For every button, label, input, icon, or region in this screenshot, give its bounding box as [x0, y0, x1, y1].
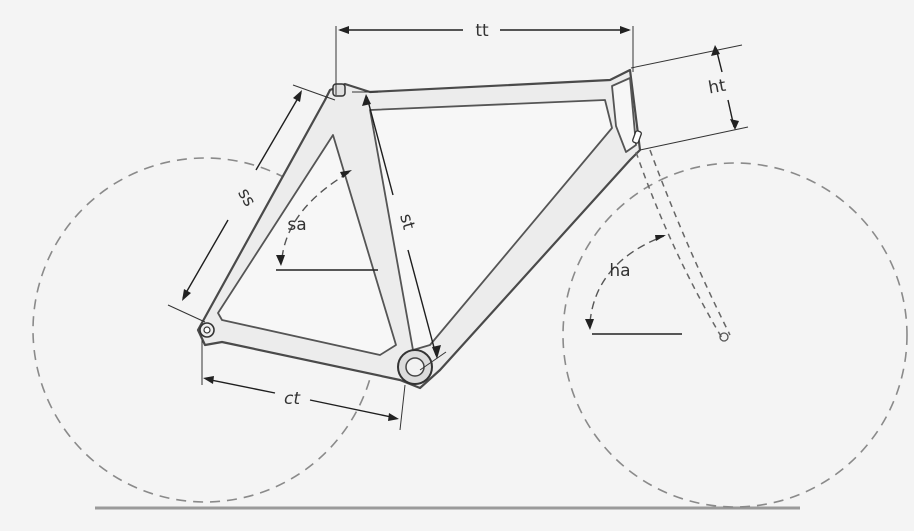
rear-triangle: [217, 134, 397, 356]
ss-extension-top: [292, 84, 336, 101]
ht-extension-bottom: [639, 126, 749, 151]
front-axle: [719, 332, 729, 342]
st-dimension-line-bottom: [407, 249, 437, 356]
ss-extension-bottom: [167, 304, 206, 323]
seat-clamp: [332, 83, 346, 97]
ss-arrow-top: [293, 90, 302, 102]
ht-extension-top: [630, 44, 743, 69]
bottom-bracket-inner: [405, 357, 425, 377]
ht-label: ht: [707, 76, 728, 99]
main-triangle: [369, 99, 613, 351]
front-wheel: [562, 162, 908, 508]
ct-label: ct: [284, 389, 301, 409]
sa-arrow-bottom: [276, 255, 285, 266]
ha-arrow-bottom: [585, 319, 594, 330]
ct-extension-right: [399, 384, 406, 431]
ss-label: ss: [233, 185, 259, 210]
ss-dimension-line-bottom: [182, 219, 229, 299]
st-arrow-bottom: [432, 345, 441, 359]
ht-arrow-bottom: [730, 119, 739, 130]
rear-axle: [203, 326, 211, 334]
ha-angle-arc: [589, 235, 665, 323]
st-label: st: [395, 212, 418, 232]
fork: [635, 151, 723, 339]
fork-back: [649, 149, 731, 336]
st-extension-bottom: [419, 351, 447, 371]
ha-label: ha: [609, 261, 630, 281]
tt-arrow-left: [338, 26, 349, 34]
tt-arrow-right: [620, 26, 631, 34]
ht-arrow-top: [711, 45, 720, 56]
tt-label: tt: [475, 21, 489, 41]
st-arrow-top: [362, 94, 371, 106]
ct-dimension-line-right: [309, 399, 397, 419]
sa-label: sa: [287, 215, 306, 235]
ss-dimension-line-top: [255, 92, 302, 171]
ct-arrow-right: [388, 413, 399, 421]
cable-port: [632, 130, 642, 144]
ct-arrow-left: [203, 376, 214, 384]
st-dimension-line-top: [366, 96, 394, 196]
ha-arrow-top: [655, 235, 666, 241]
head-tube: [611, 77, 637, 153]
ss-arrow-bottom: [182, 289, 191, 301]
sa-arrow-top: [340, 170, 352, 178]
ct-dimension-line-left: [205, 378, 276, 394]
